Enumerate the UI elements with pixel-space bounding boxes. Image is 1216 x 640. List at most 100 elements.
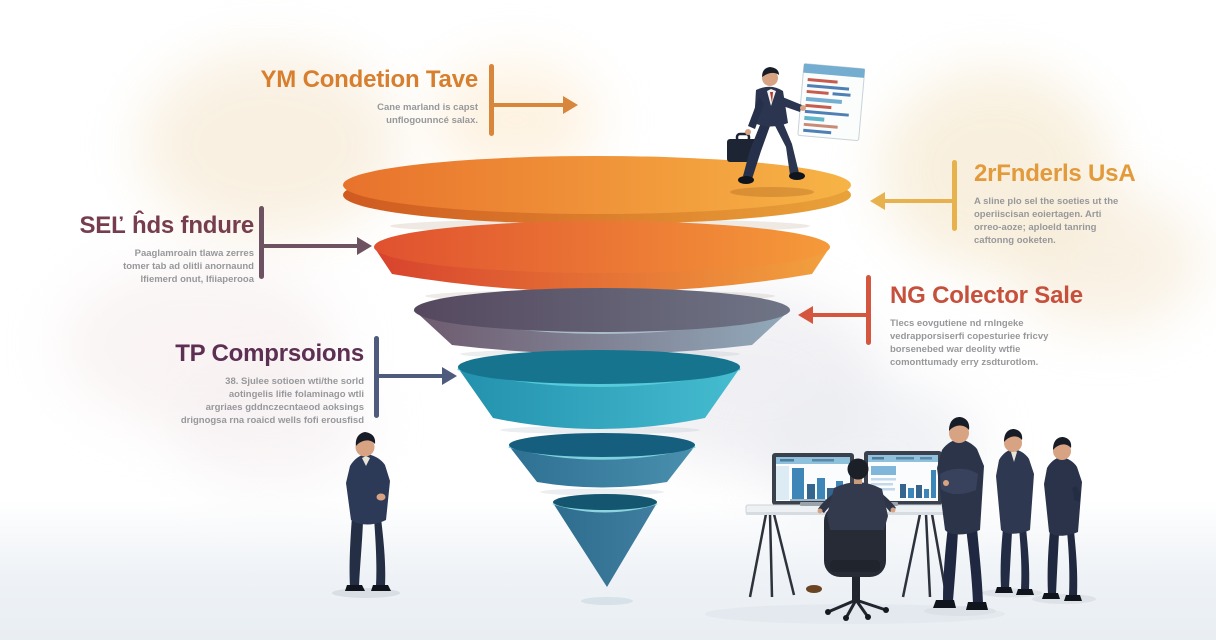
connector-line	[884, 199, 952, 203]
torso	[1044, 457, 1082, 536]
bg-blob	[140, 50, 400, 240]
stage4-side	[458, 368, 740, 429]
analyst-hand	[817, 508, 823, 514]
decorative-shape	[872, 457, 884, 460]
stage2-top	[374, 221, 830, 273]
analyst-torso	[827, 482, 888, 530]
standing-men-right	[924, 417, 1096, 616]
decorative-shape	[804, 115, 825, 122]
label-right-upper: 2rFnderls UsA A sline plo sel the soetie…	[974, 160, 1136, 247]
caster	[883, 607, 889, 613]
label-right-upper-title: 2rFnderls UsA	[974, 160, 1136, 187]
stage1-top	[343, 156, 851, 214]
decorative-shape	[807, 83, 850, 91]
screen-sidebar	[776, 466, 789, 500]
subtext-line: 38. Sjulee sotioen wti/the sorld	[225, 376, 364, 387]
subtext-line: A sline plo sel the soeties ut the	[974, 196, 1119, 207]
shoe	[995, 587, 1013, 593]
funnel-stage-6	[552, 494, 658, 605]
torso	[346, 454, 390, 525]
chart-bar	[817, 478, 825, 499]
decorative-shape	[805, 103, 832, 110]
shoe	[933, 600, 956, 608]
decorative-shape	[871, 478, 896, 481]
leg	[943, 526, 958, 601]
caster	[843, 615, 849, 621]
chart-baseline	[790, 499, 846, 501]
funnel-stage-3	[413, 288, 791, 354]
subtext-line: Cane marland is capst	[377, 102, 478, 113]
chair-pole	[852, 570, 860, 602]
man-right	[1042, 437, 1082, 601]
funnel	[343, 156, 851, 605]
analyst-shoe	[806, 585, 822, 593]
decorative-shape	[807, 77, 838, 84]
hair	[1004, 429, 1023, 442]
funnel-stage-2	[374, 221, 830, 292]
caster	[825, 609, 831, 615]
businessman-on-funnel	[727, 63, 866, 197]
chair-star-legs	[827, 598, 887, 619]
label-right-lower-title: NG Colector Sale	[890, 282, 1083, 309]
label-right-lower: NG Colector Sale Tlecs eovgutiene nd rnl…	[890, 282, 1083, 369]
shirt	[1011, 450, 1017, 462]
connector-bar	[952, 160, 957, 231]
decorative-shape	[832, 92, 851, 97]
bg-blob	[170, 360, 370, 490]
funnel-stage-4	[457, 350, 741, 429]
subtext-line: caftonng ooketen.	[974, 235, 1056, 246]
leg	[1067, 531, 1078, 596]
subtext-line: tomer tab ad olitli anornaund	[123, 261, 254, 272]
decorative-shape	[896, 457, 914, 460]
chart-bar	[807, 484, 815, 499]
connector-bar	[489, 64, 494, 136]
decorative-shape	[805, 96, 843, 105]
arrow-left-icon	[870, 192, 885, 210]
leg	[374, 518, 386, 586]
chart-bar	[931, 470, 936, 498]
leg	[966, 528, 983, 603]
man-tie	[770, 92, 773, 103]
analyst-head	[847, 458, 869, 480]
label-left-upper-subtext: Paaglamroain tlawa zerres tomer tab ad o…	[79, 247, 254, 286]
label-left-upper: SEĽ ĥds fndure Paaglamroain tlawa zerres…	[79, 212, 254, 286]
man-shadow	[730, 187, 814, 197]
stage3-top	[414, 288, 790, 332]
arrow-right-icon	[442, 367, 457, 385]
seated-analyst	[806, 458, 896, 621]
shoe	[1064, 595, 1082, 601]
label-right-lower-subtext: Tlecs eovgutiene nd rnlngeke vedrapporsi…	[890, 317, 1083, 369]
chart-bar	[908, 488, 914, 498]
funnel-stage-1	[343, 156, 851, 224]
figure-shadow	[1032, 594, 1096, 604]
desk-legs	[748, 513, 948, 598]
layer-shadow	[540, 488, 664, 496]
analyst-hand	[890, 507, 896, 513]
subtext-line: aotingelis lifie folaminago wtli	[228, 389, 364, 400]
decorative-shape	[924, 513, 932, 598]
man-arm-right	[777, 96, 802, 112]
label-left-lower-title: TP Comprsoions	[175, 340, 364, 367]
decorative-shape	[803, 122, 838, 129]
chair-seat	[830, 560, 880, 572]
collar-shirt	[362, 456, 370, 466]
decorative-shape	[901, 513, 922, 598]
decorative-shape	[804, 109, 849, 117]
hair	[1053, 437, 1072, 450]
shoe	[1016, 589, 1034, 595]
shoe	[371, 585, 391, 591]
subtext-line: orreo-aoze; aploeld tanring	[974, 222, 1097, 233]
subtext-line: Ifiemerd onut, Ifiiaperooa	[140, 274, 255, 285]
screen-panel	[871, 466, 896, 475]
decorative-shape	[803, 63, 865, 78]
subtext-line: vedrapporsiserfi copesturiee fricvy	[890, 331, 1049, 342]
subtext-line: comonttumady erry zsdturotlom.	[890, 357, 1039, 368]
analyst-neck	[854, 478, 862, 484]
decorative-shape	[780, 459, 794, 462]
connector-line	[812, 313, 866, 317]
leg	[349, 516, 363, 586]
decorative-shape	[768, 513, 774, 598]
leg	[1000, 528, 1012, 588]
